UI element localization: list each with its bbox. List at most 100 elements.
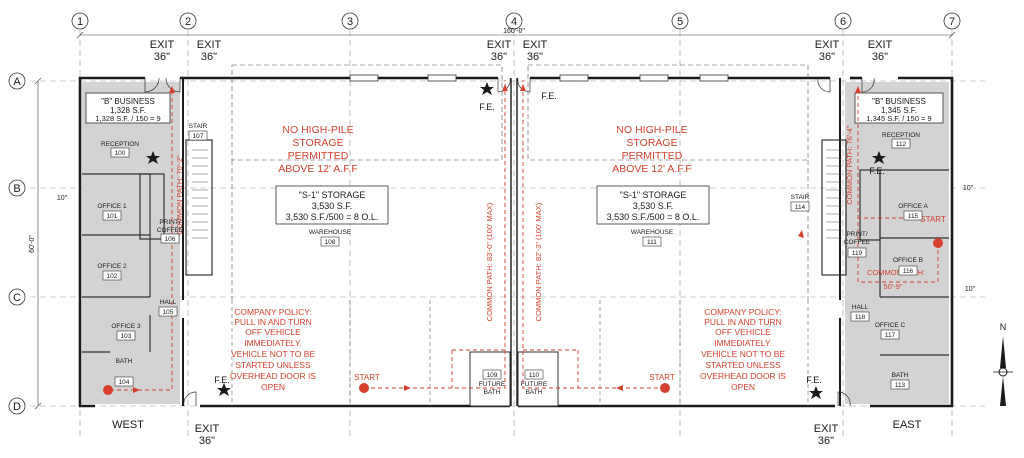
svg-text:"B" BUSINESS: "B" BUSINESS: [101, 97, 155, 106]
start-point-icon: [660, 383, 670, 393]
fe-label-n2: F.E.: [479, 102, 495, 112]
room-name-future-bath-r1: FUTURE: [521, 381, 548, 388]
occupancy-box-east: "B" BUSINESS 1,345 S.F. 1,345 S.F. / 150…: [854, 92, 944, 124]
company-policy-note-right: COMPANY POLICY: PULL IN AND TURN OFF VEH…: [700, 307, 786, 392]
arrow-icon: [404, 385, 411, 391]
grid-label-d: D: [13, 401, 21, 413]
overall-dimensions: [34, 31, 956, 410]
grid-label-7: 7: [949, 16, 955, 28]
egress-paths: [110, 80, 939, 391]
stair-treads: [192, 149, 842, 239]
svg-text:STORAGE: STORAGE: [292, 137, 343, 149]
room-num-bath-e: 113: [895, 382, 906, 389]
arrow-icon: [798, 230, 804, 238]
room-name-bath-w: BATH: [116, 358, 133, 365]
room-num-office-a: 115: [908, 213, 919, 220]
svg-text:OFF VEHICLE: OFF VEHICLE: [715, 327, 771, 337]
svg-text:"S-1" STORAGE: "S-1" STORAGE: [299, 190, 366, 200]
room-name-print-w2: COFFEE: [157, 227, 184, 234]
svg-text:1,328 S.F. / 150 = 9: 1,328 S.F. / 150 = 9: [95, 114, 160, 123]
room-name-office2: OFFICE 2: [97, 263, 127, 270]
fe-label-e: F.E.: [869, 166, 885, 176]
room-name-bath-e: BATH: [892, 372, 909, 379]
fire-extinguisher-icon: [480, 82, 494, 95]
room-num-print-e: 119: [852, 250, 863, 257]
room-name-warehouse-r: WAREHOUSE: [631, 229, 674, 236]
room-name-reception-w: RECEPTION: [101, 141, 139, 148]
room-name-future-bath-l2: BATH: [484, 389, 501, 396]
east-office-area: [845, 82, 949, 404]
exit-width-sw: 36": [199, 435, 215, 447]
svg-text:"S-1" STORAGE: "S-1" STORAGE: [620, 190, 687, 200]
exit-width-nw2: 36": [201, 51, 217, 63]
room-name-hall-e: HALL: [852, 304, 869, 311]
exit-width-ne2: 36": [872, 51, 888, 63]
start-point-icon: [103, 385, 113, 395]
room-num-future-bath-l: 109: [487, 372, 498, 379]
svg-text:STARTED UNLESS: STARTED UNLESS: [235, 360, 311, 370]
svg-text:1,345 S.F.: 1,345 S.F.: [881, 106, 917, 115]
room-tags: RECEPTION 100 OFFICE 1 101 OFFICE 2 102 …: [97, 123, 928, 396]
arrow-icon: [520, 84, 526, 91]
exit-width-nw1: 36": [154, 51, 170, 63]
room-num-hall-e: 118: [855, 314, 866, 321]
room-num-warehouse-r: 111: [647, 239, 657, 246]
company-policy-note-left: COMPANY POLICY: PULL IN AND TURN OFF VEH…: [230, 307, 316, 392]
svg-text:COMPANY POLICY:: COMPANY POLICY:: [704, 307, 782, 317]
svg-text:NO HIGH-PILE: NO HIGH-PILE: [616, 124, 687, 136]
fire-extinguisher-icon: [809, 386, 823, 399]
room-num-hall-w: 105: [163, 309, 174, 316]
room-name-print-e2: COFFEE: [844, 239, 871, 246]
fe-label-n: F.E.: [541, 91, 557, 101]
exit-labels: EXIT 36" EXIT 36" EXIT 36" EXIT 36" EXIT…: [150, 39, 893, 447]
room-name-print-w1: PRINT/: [159, 219, 181, 226]
arrow-icon: [502, 84, 508, 91]
room-num-warehouse-l: 108: [325, 239, 336, 246]
north-label: N: [1000, 322, 1007, 332]
wing-label-east: EAST: [893, 419, 922, 431]
room-name-hall-w: HALL: [160, 299, 177, 306]
svg-text:1,345 S.F. / 150 = 9: 1,345 S.F. / 150 = 9: [866, 114, 931, 123]
room-name-office3: OFFICE 3: [111, 323, 141, 330]
room-name-office-a: OFFICE A: [898, 203, 928, 210]
room-num-reception-w: 100: [115, 150, 126, 157]
grid-label-a: A: [13, 76, 21, 88]
grid-bubbles-columns: 1 2 3 4 5 6 7: [71, 12, 961, 30]
arrow-icon: [169, 86, 175, 93]
fire-extinguisher-icons: [146, 82, 886, 399]
svg-text:3,530 S.F.: 3,530 S.F.: [633, 201, 674, 211]
grid-label-6: 6: [840, 16, 846, 28]
svg-text:"B" BUSINESS: "B" BUSINESS: [872, 97, 926, 106]
svg-text:STARTED UNLESS: STARTED UNLESS: [705, 360, 781, 370]
room-num-future-bath-r: 110: [529, 372, 540, 379]
room-name-office-b: OFFICE B: [893, 257, 923, 264]
svg-text:PULL IN AND TURN: PULL IN AND TURN: [234, 317, 311, 327]
demising-wall: [510, 78, 518, 406]
exit-label-sw: EXIT: [195, 423, 220, 435]
exterior-walls: [78, 76, 954, 408]
fire-extinguisher-icon: [872, 151, 886, 164]
office-partition-walls: [182, 78, 841, 406]
occupancy-box-storage-left: "S-1" STORAGE 3,530 S.F. 3,530 S.F./500 …: [275, 185, 389, 225]
svg-text:COMPANY POLICY:: COMPANY POLICY:: [234, 307, 312, 317]
exit-label-nw2: EXIT: [197, 39, 222, 51]
room-name-warehouse-l: WAREHOUSE: [309, 229, 352, 236]
exit-width-se: 36": [818, 435, 834, 447]
exit-label-n1: EXIT: [487, 39, 512, 51]
room-name-office-c: OFFICE C: [875, 322, 906, 329]
svg-text:VEHICLE NOT TO BE: VEHICLE NOT TO BE: [701, 349, 785, 359]
common-path-right: COMMON PATH: 82'-3" (100' MAX): [534, 202, 543, 321]
high-pile-note-left: NO HIGH-PILE STORAGE PERMITTED ABOVE 12'…: [278, 124, 358, 175]
svg-text:OPEN: OPEN: [731, 382, 755, 392]
svg-text:OVERHEAD DOOR IS: OVERHEAD DOOR IS: [230, 371, 316, 381]
room-name-reception-e: RECEPTION: [882, 132, 920, 139]
room-name-future-bath-l1: FUTURE: [479, 381, 506, 388]
grid-bubbles-rows: A B C D: [8, 72, 26, 415]
grid-label-2: 2: [185, 16, 191, 28]
interior-walls: [82, 139, 949, 356]
room-num-office-b: 116: [903, 268, 914, 275]
room-num-office3: 103: [121, 333, 132, 340]
room-num-bath-w: 104: [119, 379, 130, 386]
egress-arrowheads: [133, 84, 861, 393]
